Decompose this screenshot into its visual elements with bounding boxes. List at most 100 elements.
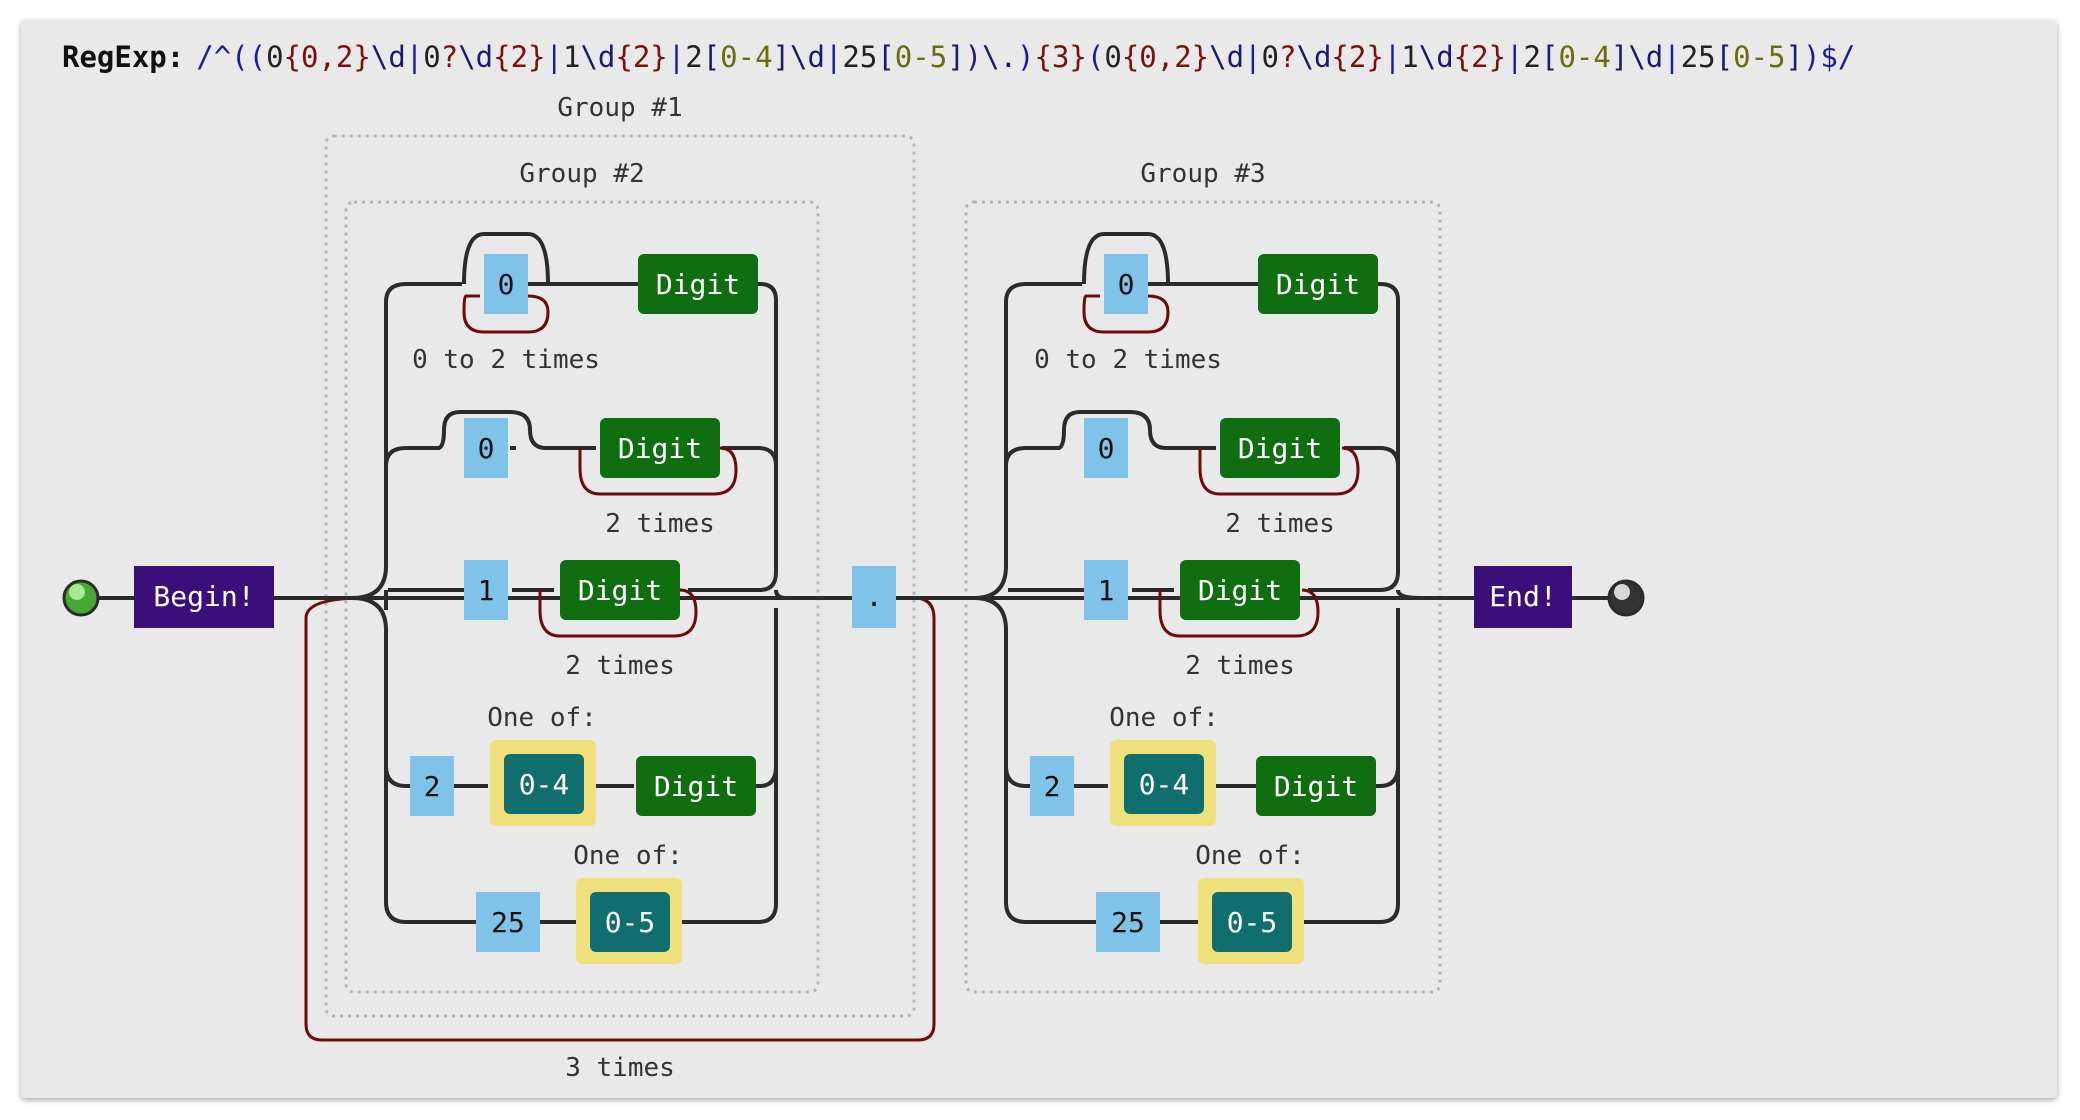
stop-node xyxy=(1607,579,1645,617)
g3-b4-range: 0-4 xyxy=(1139,768,1190,801)
g3-b4-oneof: One of: xyxy=(1109,703,1219,733)
g3-b4-two: 2 xyxy=(1044,770,1061,803)
regexp-token: ] xyxy=(772,40,791,74)
regexp-token: $ xyxy=(1820,40,1838,74)
begin-node: Begin! xyxy=(134,566,274,628)
g3-b1-digit: Digit xyxy=(1276,268,1360,301)
g2-b5-range: 0-5 xyxy=(605,906,656,939)
g3-b3-digit: Digit xyxy=(1198,574,1282,607)
g2-b2-digit: Digit xyxy=(618,432,702,465)
start-node xyxy=(62,579,100,617)
regexp-token: 0 xyxy=(1104,40,1122,74)
regexp-token: {0,2} xyxy=(1121,40,1210,74)
g3-b5-oneof: One of: xyxy=(1195,841,1305,871)
regexp-token: 2 xyxy=(1523,40,1541,74)
group-1-label: Group #1 xyxy=(557,93,682,123)
regexp-token: ] xyxy=(947,40,965,74)
regexp-token: 0 xyxy=(266,40,284,74)
regexp-token: ) xyxy=(1802,40,1821,74)
g2-b5-twentyfive: 25 xyxy=(491,906,525,939)
g2-branch-5: One of: 25 0-5 xyxy=(476,841,683,964)
regexp-token: \d xyxy=(790,40,825,74)
regexp-token: \d xyxy=(1628,40,1664,74)
regexp-token: 0 xyxy=(423,40,441,74)
g3-b3-one: 1 xyxy=(1098,574,1115,607)
regexp-token: ) xyxy=(964,40,983,74)
g2-b1-quant: 0 to 2 times xyxy=(412,345,600,375)
g3-b2-quant: 2 times xyxy=(1225,509,1335,539)
group-1-box: Group #1 xyxy=(324,93,916,1018)
regexp-token: ? xyxy=(440,40,459,74)
three-times-label: 3 times xyxy=(565,1053,675,1083)
regexp-token: \d xyxy=(370,40,406,74)
g2-b3-one: 1 xyxy=(478,574,495,607)
regexp-token: / xyxy=(196,40,214,74)
regexp-token: 2 xyxy=(685,40,703,74)
dot-literal-text: . xyxy=(866,580,883,613)
diagram-panel xyxy=(21,20,2057,1098)
end-node: End! xyxy=(1474,566,1572,628)
regexp-token: [ xyxy=(1540,40,1559,74)
g3-b2-digit: Digit xyxy=(1238,432,1322,465)
group-2-box: Group #2 xyxy=(344,159,820,994)
group-2-label: Group #2 xyxy=(519,159,644,189)
regexp-token: 1 xyxy=(562,40,581,74)
regexp-pattern: /^((0{0,2}\d|0?\d{2}|1\d{2}|2[0-4]\d|25[… xyxy=(196,40,1855,74)
end-label: End! xyxy=(1489,580,1556,613)
g2-branch-1: 0 Digit 0 to 2 times xyxy=(412,254,758,375)
g2-b2-quant: 2 times xyxy=(605,509,715,539)
g2-b1-digit: Digit xyxy=(656,268,740,301)
regexp-token: \. xyxy=(982,40,1018,74)
regexp-token: \d xyxy=(1296,40,1332,74)
g3-b5-twentyfive: 25 xyxy=(1111,906,1145,939)
g3-b1-quant: 0 to 2 times xyxy=(1034,345,1222,375)
g3-b4-digit: Digit xyxy=(1274,770,1358,803)
regexp-token: ^ xyxy=(213,40,232,74)
regexp-token: 0-4 xyxy=(1558,40,1611,74)
regexp-token: (( xyxy=(231,40,267,74)
regexp-token: 25 xyxy=(1680,40,1716,74)
regexp-token: [ xyxy=(877,40,895,74)
g2-b2-zero: 0 xyxy=(478,432,495,465)
regexp-token: | xyxy=(1383,40,1402,74)
regexp-token: {2} xyxy=(493,40,546,74)
g3-branch-1: 0 Digit 0 to 2 times xyxy=(1034,254,1378,375)
regexp-token: | xyxy=(545,40,563,74)
regexp-token: \d xyxy=(580,40,616,74)
regexp-token: | xyxy=(1244,40,1262,74)
regexp-token: [ xyxy=(702,40,721,74)
regexp-token: | xyxy=(1506,40,1524,74)
regexp-token: \d xyxy=(458,40,494,74)
regexp-token: | xyxy=(667,40,686,74)
regexp-token: ( xyxy=(1086,40,1105,74)
g2-b5-oneof: One of: xyxy=(573,841,683,871)
regexp-token: 1 xyxy=(1401,40,1419,74)
regexp-token: / xyxy=(1837,40,1856,74)
regexp-token: {0,2} xyxy=(283,40,371,74)
regexp-token: | xyxy=(1663,40,1681,74)
g3-branch-5: One of: 25 0-5 xyxy=(1096,841,1305,964)
g2-b3-digit: Digit xyxy=(578,574,662,607)
g3-branch-2: 0 Digit 2 times xyxy=(1084,418,1340,539)
g2-b3-quant: 2 times xyxy=(565,651,675,681)
g3-b5-range: 0-5 xyxy=(1227,906,1278,939)
g2-branch-4: One of: 2 0-4 Digit xyxy=(410,703,756,826)
regexp-token: \d xyxy=(1209,40,1245,74)
regexp-token: {2} xyxy=(615,40,668,74)
group-3-label: Group #3 xyxy=(1140,159,1265,189)
g2-b1-zero: 0 xyxy=(498,268,515,301)
g2-branch-3: 1 Digit 2 times xyxy=(464,560,680,681)
g3-branch-3: 1 Digit 2 times xyxy=(1084,560,1300,681)
g3-b2-zero: 0 xyxy=(1098,432,1115,465)
g3-b3-quant: 2 times xyxy=(1185,651,1295,681)
regexp-header: RegExp:/^((0{0,2}\d|0?\d{2}|1\d{2}|2[0-4… xyxy=(62,36,2052,78)
g2-branch-2: 0 Digit 2 times xyxy=(464,418,720,539)
g2-b4-oneof: One of: xyxy=(487,703,597,733)
regexp-token: 25 xyxy=(842,40,878,74)
wires xyxy=(94,232,1612,924)
regexp-token: {2} xyxy=(1331,40,1384,74)
begin-label: Begin! xyxy=(153,580,254,613)
regexp-token: 0-4 xyxy=(720,40,773,74)
regexp-token: \d xyxy=(1418,40,1454,74)
regexp-token: 0-5 xyxy=(1733,40,1786,74)
